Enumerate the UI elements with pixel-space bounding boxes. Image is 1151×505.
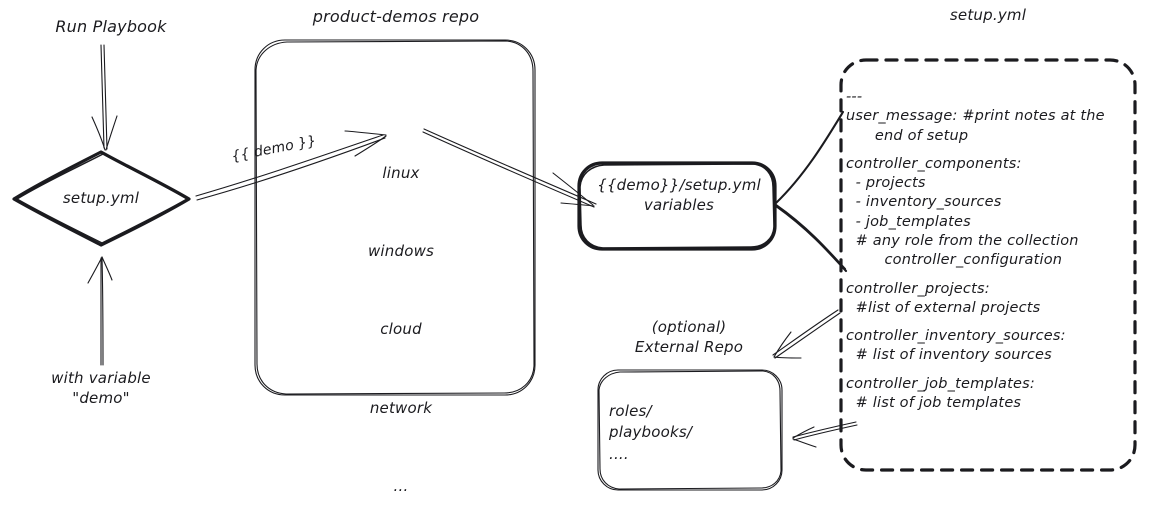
with-variable-label: with variable"demo" xyxy=(51,369,151,407)
setup-yml-line: # any role from the collection xyxy=(846,232,1079,249)
setup-yml-line: # list of job templates xyxy=(846,394,1022,411)
repo-item-cloud: cloud xyxy=(380,320,422,339)
setup-yml-diamond-label: setup.yml xyxy=(62,189,140,207)
setup-yml-blank-line xyxy=(846,271,1105,280)
setup-yml-line: controller_inventory_sources: xyxy=(846,328,1066,345)
setup-yml-line: - projects xyxy=(846,175,926,192)
setup-yml-diamond-shape xyxy=(12,150,191,247)
run-playbook-label: Run Playbook xyxy=(55,17,167,36)
setup-yml-line: user_message: #print notes at the xyxy=(846,108,1105,125)
setup-yml-line: --- xyxy=(846,89,863,105)
product-demos-repo-box xyxy=(254,39,536,396)
arrow-setup-to-linux xyxy=(195,130,387,201)
setup-yml-box-title: setup.yml xyxy=(949,6,1027,24)
external-repo-box xyxy=(597,369,783,491)
setup-yml-line: # list of inventory sources xyxy=(846,347,1052,364)
setup-yml-content: --- user_message: #print notes at the end… xyxy=(846,88,1105,413)
repo-item-ellipsis: ... xyxy=(393,477,409,496)
lines-vars-box-to-setup-yml xyxy=(774,110,848,273)
external-repo-contents: roles/playbooks/.... xyxy=(609,402,693,463)
setup-yml-blank-line xyxy=(846,318,1105,327)
setup-yml-blank-line xyxy=(846,146,1105,155)
vars-box-shape xyxy=(577,161,777,251)
repo-item-linux: linux xyxy=(382,163,420,182)
arrow-controller-job-templates-to-external-repo xyxy=(792,421,858,448)
setup-yml-line: - inventory_sources xyxy=(846,194,1002,211)
arrow-with-variable-to-setup xyxy=(87,256,113,366)
setup-yml-dashed-box xyxy=(839,58,1137,472)
repo-item-network: network xyxy=(369,398,433,417)
setup-yml-line: end of setup xyxy=(846,127,969,144)
external-repo-title: (optional)External Repo xyxy=(634,318,744,356)
product-demos-repo-item-list: linux windows cloud network ... xyxy=(368,124,434,505)
setup-yml-line: #list of external projects xyxy=(846,299,1041,316)
arrow-linux-to-vars-box xyxy=(422,128,597,208)
setup-yml-line: - job_templates xyxy=(846,213,971,230)
setup-yml-line: controller_job_templates: xyxy=(846,375,1035,392)
arrow-run-playbook-to-setup xyxy=(91,44,118,151)
repo-item-windows: windows xyxy=(367,241,435,260)
arrow-controller-projects-to-external-repo xyxy=(772,309,841,359)
setup-yml-blank-line xyxy=(846,366,1105,375)
setup-yml-line: controller_components: xyxy=(846,155,1022,172)
setup-yml-line: controller_projects: xyxy=(846,280,990,297)
setup-yml-line: controller_configuration xyxy=(846,252,1063,269)
product-demos-repo-title: product-demos repo xyxy=(312,7,480,26)
